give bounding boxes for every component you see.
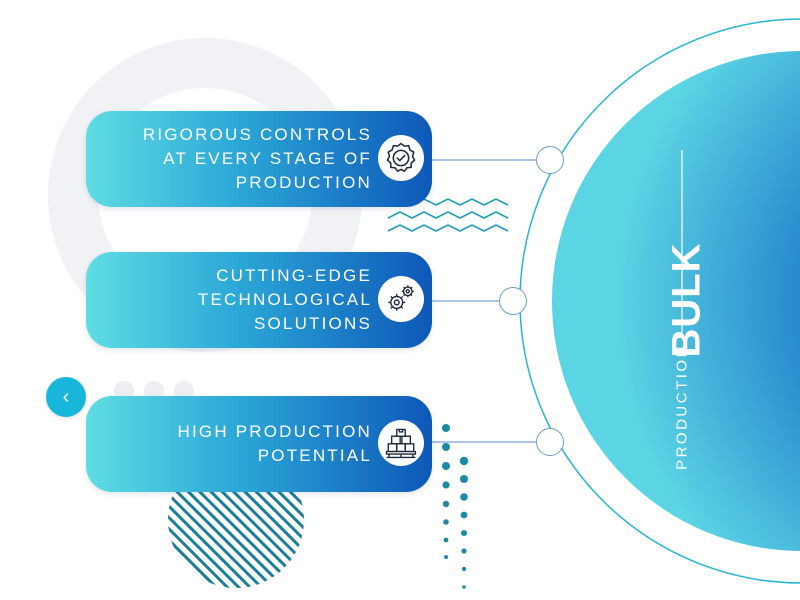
feature-card-production-potential: HIGH PRODUCTION POTENTIAL bbox=[86, 396, 432, 492]
bulk-circle bbox=[552, 51, 800, 551]
stacked-boxes-pallet-icon bbox=[378, 420, 424, 466]
previous-button[interactable]: ‹ bbox=[46, 377, 86, 417]
feature-line: POTENTIAL bbox=[257, 446, 372, 465]
chevron-left-icon: ‹ bbox=[62, 386, 70, 408]
feature-line: PRODUCTION bbox=[235, 173, 372, 192]
connector-node-1 bbox=[536, 146, 564, 174]
feature-card-technological-solutions: CUTTING-EDGE TECHNOLOGICAL SOLUTIONS bbox=[86, 252, 432, 348]
connector-lines bbox=[432, 159, 536, 443]
feature-text: HIGH PRODUCTION POTENTIAL bbox=[178, 396, 373, 492]
hero-title: BULK bbox=[664, 242, 709, 358]
connector-node-3 bbox=[536, 428, 564, 456]
feature-line: AT EVERY STAGE OF bbox=[163, 149, 372, 168]
dot-columns-decoration bbox=[442, 424, 469, 589]
feature-card-rigorous-controls: RIGOROUS CONTROLS AT EVERY STAGE OF PROD… bbox=[86, 111, 432, 207]
connector-node-2 bbox=[499, 287, 527, 315]
feature-line: SOLUTIONS bbox=[253, 314, 372, 333]
feature-line: HIGH PRODUCTION bbox=[177, 422, 372, 441]
hero-subtitle: PRODUCTION bbox=[673, 344, 691, 470]
gears-icon bbox=[378, 276, 424, 322]
feature-line: CUTTING-EDGE bbox=[216, 266, 372, 285]
feature-line: RIGOROUS CONTROLS bbox=[142, 125, 372, 144]
feature-line: TECHNOLOGICAL bbox=[197, 290, 372, 309]
quality-check-badge-icon bbox=[378, 135, 424, 181]
feature-text: CUTTING-EDGE TECHNOLOGICAL SOLUTIONS bbox=[198, 252, 372, 348]
feature-text: RIGOROUS CONTROLS AT EVERY STAGE OF PROD… bbox=[143, 111, 372, 207]
